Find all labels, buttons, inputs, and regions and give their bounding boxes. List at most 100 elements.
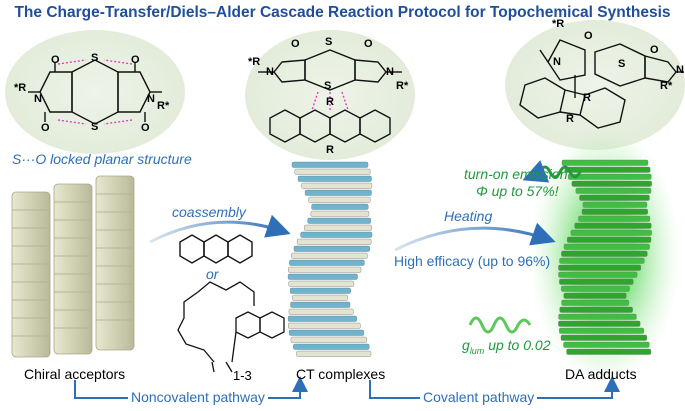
ct-stack-layer [304, 224, 373, 231]
ct-molecule [258, 49, 402, 143]
ct-stack-layer [293, 245, 370, 252]
da-stack-layer [559, 257, 645, 264]
atom-o-1: O [51, 54, 60, 66]
ct-stack-layer [294, 168, 371, 175]
atom-o-8: O [650, 44, 659, 56]
atom-o-5: O [291, 38, 300, 50]
acceptor-stack [11, 175, 135, 358]
atom-r-2: R [326, 144, 334, 156]
covalent-label: Covalent pathway [420, 389, 538, 405]
acceptor-molecule [28, 59, 162, 125]
da-stack-layer [571, 180, 652, 187]
da-stack-layer [563, 341, 650, 348]
glum-wave-icon [468, 316, 532, 334]
ct-stack-layer [291, 161, 369, 168]
ct-complexes-label: CT complexes [296, 366, 386, 382]
chiral-acceptors-label: Chiral acceptors [24, 366, 126, 382]
da-stack-layer [574, 222, 652, 229]
atom-s-5: S [618, 58, 626, 70]
ct-stack-layer [296, 350, 372, 357]
halo-acceptor [5, 30, 185, 154]
ct-stack-layer [292, 294, 348, 301]
atom-r-1: R [326, 96, 334, 108]
da-stack-layer [564, 166, 651, 173]
da-stack-layer [581, 208, 648, 215]
ct-stack-layer [288, 266, 362, 273]
da-stack-layer [579, 194, 650, 201]
ct-stack-layer [291, 252, 368, 259]
da-stack-layer [575, 187, 652, 194]
emission-label: turn-on emission [464, 166, 568, 182]
ct-stack-layer [290, 301, 351, 308]
repeat-label: 1-3 [233, 368, 252, 383]
ct-stack-layer [290, 287, 351, 294]
atom-o-6: O [364, 38, 373, 50]
heating-label: Heating [444, 208, 493, 224]
atom-r-star-1: R* [157, 100, 170, 112]
ct-stack-layer [307, 217, 372, 224]
da-stack-layer [570, 229, 652, 236]
da-stack-layer [559, 327, 644, 334]
atom-n-4: N [386, 66, 394, 78]
heating-arrow [394, 222, 556, 252]
da-stack-layer [558, 271, 638, 278]
da-stack-layer [558, 313, 637, 320]
atom-o-2: O [131, 54, 140, 66]
ct-stack-layer [290, 336, 367, 343]
da-stack-layer [560, 334, 648, 341]
da-stack-layer [558, 320, 641, 327]
da-stack-layer [567, 236, 652, 243]
da-adducts-label: DA adducts [565, 366, 637, 382]
atom-s-3: S [325, 36, 333, 48]
ct-stack-layer [301, 182, 373, 189]
ct-stack-layer [311, 203, 369, 210]
atom-n-1: N [34, 93, 42, 105]
da-stack-layer [559, 278, 634, 285]
ct-stack-layer [296, 238, 372, 245]
da-molecule [519, 39, 684, 129]
atom-n-5: N [553, 56, 561, 68]
glum-symbol: g [462, 337, 470, 353]
ct-stack-layer [287, 315, 358, 322]
ct-stack-layer [288, 322, 361, 329]
da-stack-layer [568, 173, 652, 180]
atom-o-7: O [584, 30, 593, 42]
ct-stack [287, 161, 373, 357]
da-stack [558, 159, 652, 355]
ct-stack-layer [310, 210, 370, 217]
da-stack-layer [578, 215, 651, 222]
da-stack-layer [566, 348, 652, 355]
atom-r-4: R [583, 92, 591, 104]
atom-n-6: N [676, 64, 684, 76]
halo-ct [245, 30, 415, 160]
atom-s-1: S [91, 52, 99, 64]
noncovalent-label: Noncovalent pathway [128, 389, 268, 405]
ct-stack-layer [287, 273, 358, 280]
da-stack-layer [563, 243, 650, 250]
page-title: The Charge-Transfer/Diels–Alder Cascade … [14, 4, 671, 21]
ct-stack-layer [304, 189, 372, 196]
ct-stack-layer [293, 343, 370, 350]
atom-r-star-3: R* [660, 80, 673, 92]
ct-stack-layer [288, 308, 354, 315]
da-stack-layer [561, 159, 649, 166]
atom-r-3: R [566, 113, 574, 125]
atom-star-r-3: *R [552, 18, 565, 30]
da-stack-layer [559, 306, 633, 313]
ct-stack-layer [288, 280, 355, 287]
coassembly-arrow [149, 214, 291, 244]
glum-value: up to 0.02 [484, 337, 551, 353]
atom-n-3: N [266, 66, 274, 78]
anthracene-icon [179, 234, 253, 264]
da-stack-layer [561, 299, 630, 306]
coassembly-label: coassembly [172, 204, 246, 220]
ct-stack-layer [289, 259, 365, 266]
ct-stack-layer [297, 175, 372, 182]
atom-r-star-2: R* [396, 80, 409, 92]
da-stack-layer [561, 285, 630, 292]
atom-star-r-1: *R [14, 82, 27, 94]
or-label: or [206, 266, 219, 282]
glum-label: glum up to 0.02 [462, 337, 550, 356]
